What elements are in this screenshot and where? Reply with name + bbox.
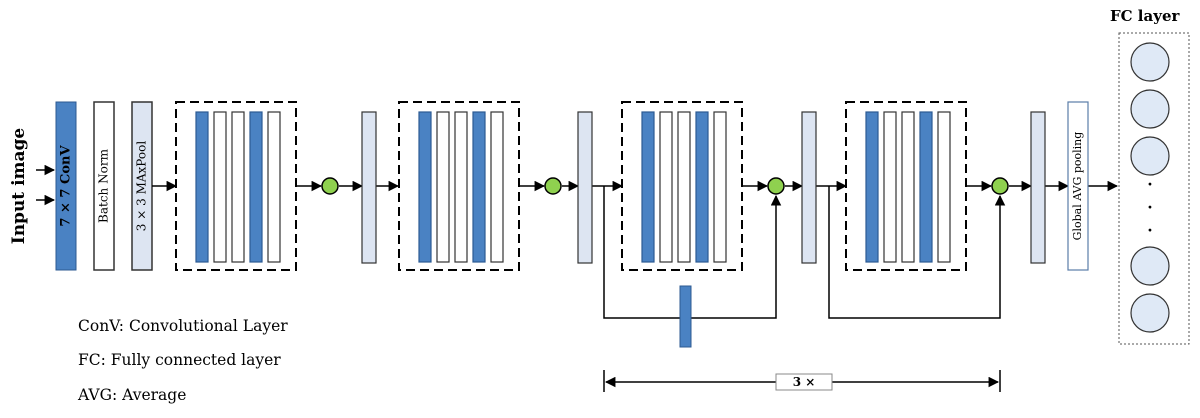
- fc-neuron: [1130, 293, 1170, 333]
- conv-layer-bar: [195, 111, 209, 263]
- fc-ellipsis-dot: ·: [1147, 173, 1154, 198]
- norm-layer-bar: [883, 111, 897, 263]
- batch-norm-label: Batch Norm: [97, 148, 111, 223]
- conv-layer-bar: [695, 111, 709, 263]
- legend-fc: FC: Fully connected layer: [78, 351, 281, 369]
- add-node-1: [321, 177, 339, 195]
- conv-layer-bar: [641, 111, 655, 263]
- conv-layer-bar: [919, 111, 933, 263]
- global-avg-pooling-label: Global AVG pooling: [1071, 132, 1084, 241]
- conv-layer-bar: [249, 111, 263, 263]
- repeat-label: 3 ×: [793, 375, 816, 389]
- add-node-4: [991, 177, 1009, 195]
- transition-block-3: [801, 111, 817, 264]
- residual-blocks: [175, 101, 967, 271]
- norm-layer-bar: [436, 111, 450, 263]
- fc-layer-box: [1118, 32, 1190, 345]
- norm-layer-bar: [213, 111, 227, 263]
- maxpool-label: 3 × 3 MAxPool: [135, 141, 149, 232]
- input-arrows: [36, 164, 56, 206]
- norm-layer-bar: [677, 111, 691, 263]
- fc-neuron: [1130, 89, 1170, 129]
- conv-layer-bar: [418, 111, 432, 263]
- transition-block-4: [1030, 111, 1046, 264]
- legend-conv: ConV: Convolutional Layer: [78, 317, 288, 335]
- fc-ellipsis-dot: ·: [1147, 196, 1154, 221]
- fc-neurons: [1130, 42, 1170, 333]
- fc-neuron: [1130, 136, 1170, 176]
- fc-ellipsis-dot: ·: [1147, 219, 1154, 244]
- conv-layer-bar: [865, 111, 879, 263]
- input-image-label: Input image: [9, 128, 29, 245]
- add-node-2: [544, 177, 562, 195]
- norm-layer-bar: [454, 111, 468, 263]
- projection-block: [679, 285, 692, 348]
- norm-layer-bar: [937, 111, 951, 263]
- repeat-dimension-line: [603, 370, 1001, 392]
- conv-7x7-block: [55, 101, 77, 271]
- transition-block-2: [577, 111, 593, 264]
- fc-neuron: [1130, 42, 1170, 82]
- fc-neuron: [1130, 246, 1170, 286]
- norm-layer-bar: [231, 111, 245, 263]
- transition-block-1: [361, 111, 377, 264]
- add-node-3: [767, 177, 785, 195]
- legend-avg: AVG: Average: [78, 386, 187, 404]
- norm-layer-bar: [267, 111, 281, 263]
- skip-connection-2: [828, 186, 1006, 319]
- norm-layer-bar: [713, 111, 727, 263]
- norm-layer-bar: [901, 111, 915, 263]
- conv-layer-bar: [472, 111, 486, 263]
- norm-layer-bar: [490, 111, 504, 263]
- fc-layer-title: FC layer: [1110, 7, 1180, 25]
- global-avg-pooling-block: [1067, 101, 1089, 271]
- norm-layer-bar: [659, 111, 673, 263]
- conv-7x7-label: 7 × 7 ConV: [59, 145, 74, 227]
- batch-norm-block: [93, 101, 115, 271]
